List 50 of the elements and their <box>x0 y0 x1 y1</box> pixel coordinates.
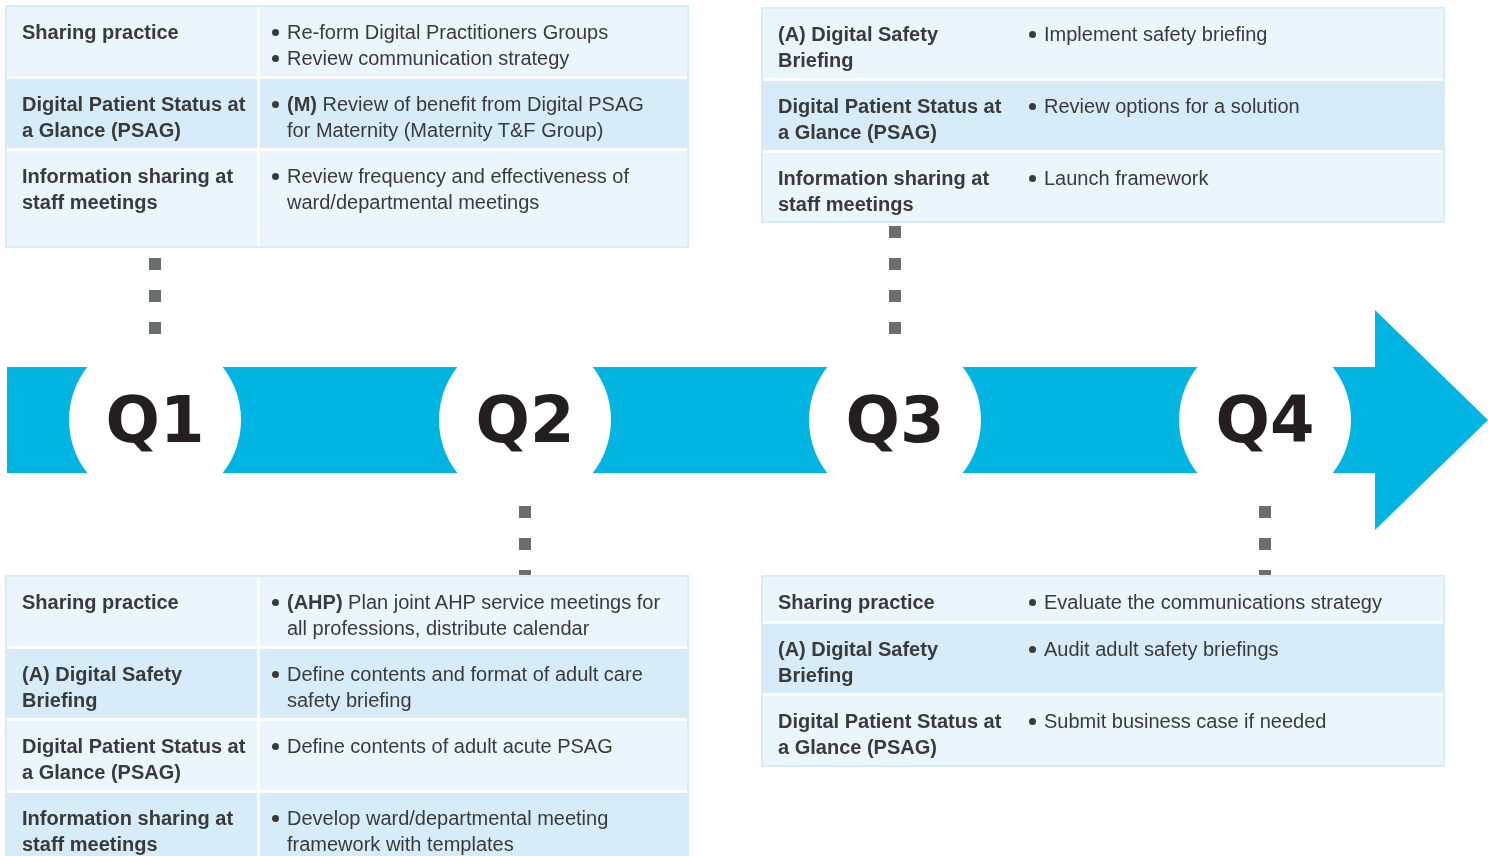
info-table <box>763 9 1443 221</box>
info-table <box>7 577 687 856</box>
table-row <box>763 9 1443 78</box>
quarter-label: Q1 <box>105 383 205 457</box>
bullet-text: Define contents and format of adult care safety briefing <box>287 663 643 711</box>
table-row <box>763 153 1443 221</box>
bullet-text: Submit business case if needed <box>1044 710 1327 732</box>
table-row <box>763 577 1443 621</box>
quarter-label: Q3 <box>845 383 945 457</box>
table-row <box>763 624 1443 693</box>
bullet-text: Define contents of adult acute PSAG <box>287 735 613 757</box>
row-heading: (A) Digital Safety Briefing <box>778 637 940 688</box>
info-table <box>763 577 1443 765</box>
row-heading: Digital Patient Status at a Glance (PSAG) <box>778 94 1003 145</box>
bullet-text: Launch framework <box>1044 167 1209 189</box>
row-heading: Digital Patient Status at a Glance (PSAG) <box>22 734 247 785</box>
row-heading: Sharing practice <box>22 20 180 45</box>
table-row <box>7 649 687 718</box>
bullet-text: (M) Review of benefit from Digital PSAG for Maternity (Maternity T&F Group) <box>287 93 644 141</box>
row-heading: Information sharing at staff meetings <box>22 806 235 856</box>
row-heading: Digital Patient Status at a Glance (PSAG) <box>778 709 1003 760</box>
quarter-label: Q4 <box>1215 383 1315 457</box>
table-row <box>7 721 687 790</box>
bullet-text: Review options for a solution <box>1044 95 1300 117</box>
table-row <box>7 577 687 646</box>
info-table <box>7 7 687 246</box>
row-heading: Sharing practice <box>778 590 936 615</box>
bullet-text: Re-form Digital Practitioners Groups <box>287 21 609 43</box>
row-heading: Sharing practice <box>22 590 180 615</box>
bullet-text: (AHP) Plan joint AHP service meetings for all professions, distribute calendar <box>287 591 661 639</box>
bullet-text: Audit adult safety briefings <box>1044 638 1279 660</box>
bullet-text: Implement safety briefing <box>1044 23 1268 45</box>
row-heading: Information sharing at staff meetings <box>778 166 991 217</box>
bullet-text: Review communication strategy <box>287 47 570 69</box>
table-row <box>7 7 687 76</box>
row-heading: (A) Digital Safety Briefing <box>778 22 940 73</box>
table-row <box>7 151 687 246</box>
table-row <box>7 793 687 856</box>
table-row <box>763 81 1443 150</box>
row-heading: (A) Digital Safety Briefing <box>22 662 184 713</box>
row-heading: Digital Patient Status at a Glance (PSAG) <box>22 92 247 143</box>
bullet-text: Review frequency and effectiveness of ward/departmental meetings <box>287 165 630 213</box>
table-row <box>7 79 687 148</box>
dotted-connector <box>519 506 531 577</box>
bullet-text: Develop ward/departmental meeting framework with templates <box>287 807 609 855</box>
table-row <box>763 696 1443 765</box>
row-heading: Information sharing at staff meetings <box>22 164 235 215</box>
quarter-label: Q2 <box>475 383 575 457</box>
bullet-text: Evaluate the communications strategy <box>1044 591 1382 613</box>
dotted-connector <box>1259 506 1271 577</box>
